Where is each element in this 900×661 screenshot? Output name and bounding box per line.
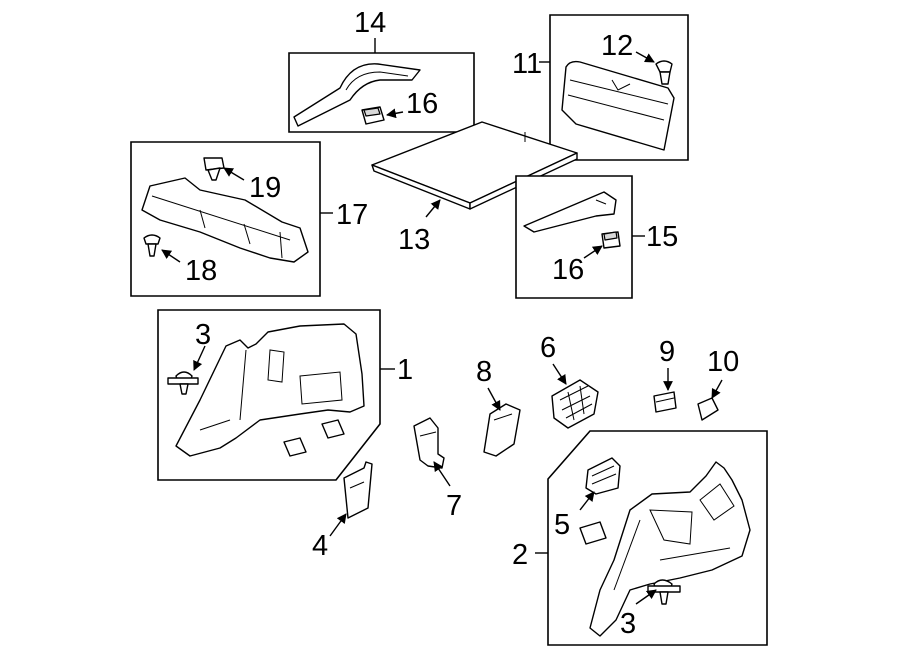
part-12-clip [655, 60, 673, 73]
part-19-clip [203, 157, 225, 171]
part-15-board [523, 191, 617, 233]
callout-3-left: 3 [195, 319, 211, 351]
callout-7: 7 [446, 490, 462, 522]
group-14-box [288, 52, 475, 133]
leader-4 [329, 513, 347, 537]
callout-18: 18 [185, 255, 217, 287]
part-10-cap [697, 397, 719, 421]
callout-16-bottom: 16 [552, 254, 584, 286]
callout-10: 10 [707, 346, 739, 378]
callout-5: 5 [554, 509, 570, 541]
leader-8 [487, 387, 501, 411]
callout-11: 11 [512, 48, 542, 80]
leader-6 [552, 363, 567, 385]
group-1-box [157, 309, 381, 481]
callout-1: 1 [397, 354, 413, 386]
part-4-bracket [343, 461, 373, 519]
part-17-tray [141, 177, 309, 263]
leader-13 [425, 199, 441, 218]
group-15-box [515, 175, 633, 299]
callout-2: 2 [512, 539, 528, 571]
part-14-board [293, 63, 421, 127]
group-17-box [130, 141, 321, 297]
callout-8: 8 [476, 356, 492, 388]
leader-10 [711, 379, 723, 399]
callout-12: 12 [601, 30, 633, 62]
group-11-box [549, 14, 689, 161]
part-8-bracket [483, 403, 521, 457]
callout-14: 14 [354, 7, 386, 39]
part-clip-square-b [321, 419, 345, 439]
part-6-grille [551, 379, 599, 429]
part-11-panel [561, 60, 675, 151]
callout-16-top: 16 [406, 88, 438, 120]
callout-4: 4 [312, 530, 328, 562]
callout-6: 6 [540, 332, 556, 364]
part-9-cap [653, 391, 677, 413]
callout-9: 9 [659, 336, 675, 368]
leader-7 [433, 461, 451, 487]
callout-15: 15 [646, 221, 678, 253]
part-7-bracket [413, 417, 445, 469]
group-2-box [547, 430, 768, 646]
part-clip-square-a [283, 437, 307, 457]
callout-3-right: 3 [620, 608, 636, 640]
part-clip-square-c [579, 521, 607, 545]
callout-19: 19 [249, 172, 281, 204]
callout-17: 17 [336, 199, 368, 231]
part-18-clip [143, 234, 161, 245]
part-2-right-trim [589, 461, 751, 637]
callout-13: 13 [398, 224, 430, 256]
part-1-left-trim [175, 323, 365, 457]
